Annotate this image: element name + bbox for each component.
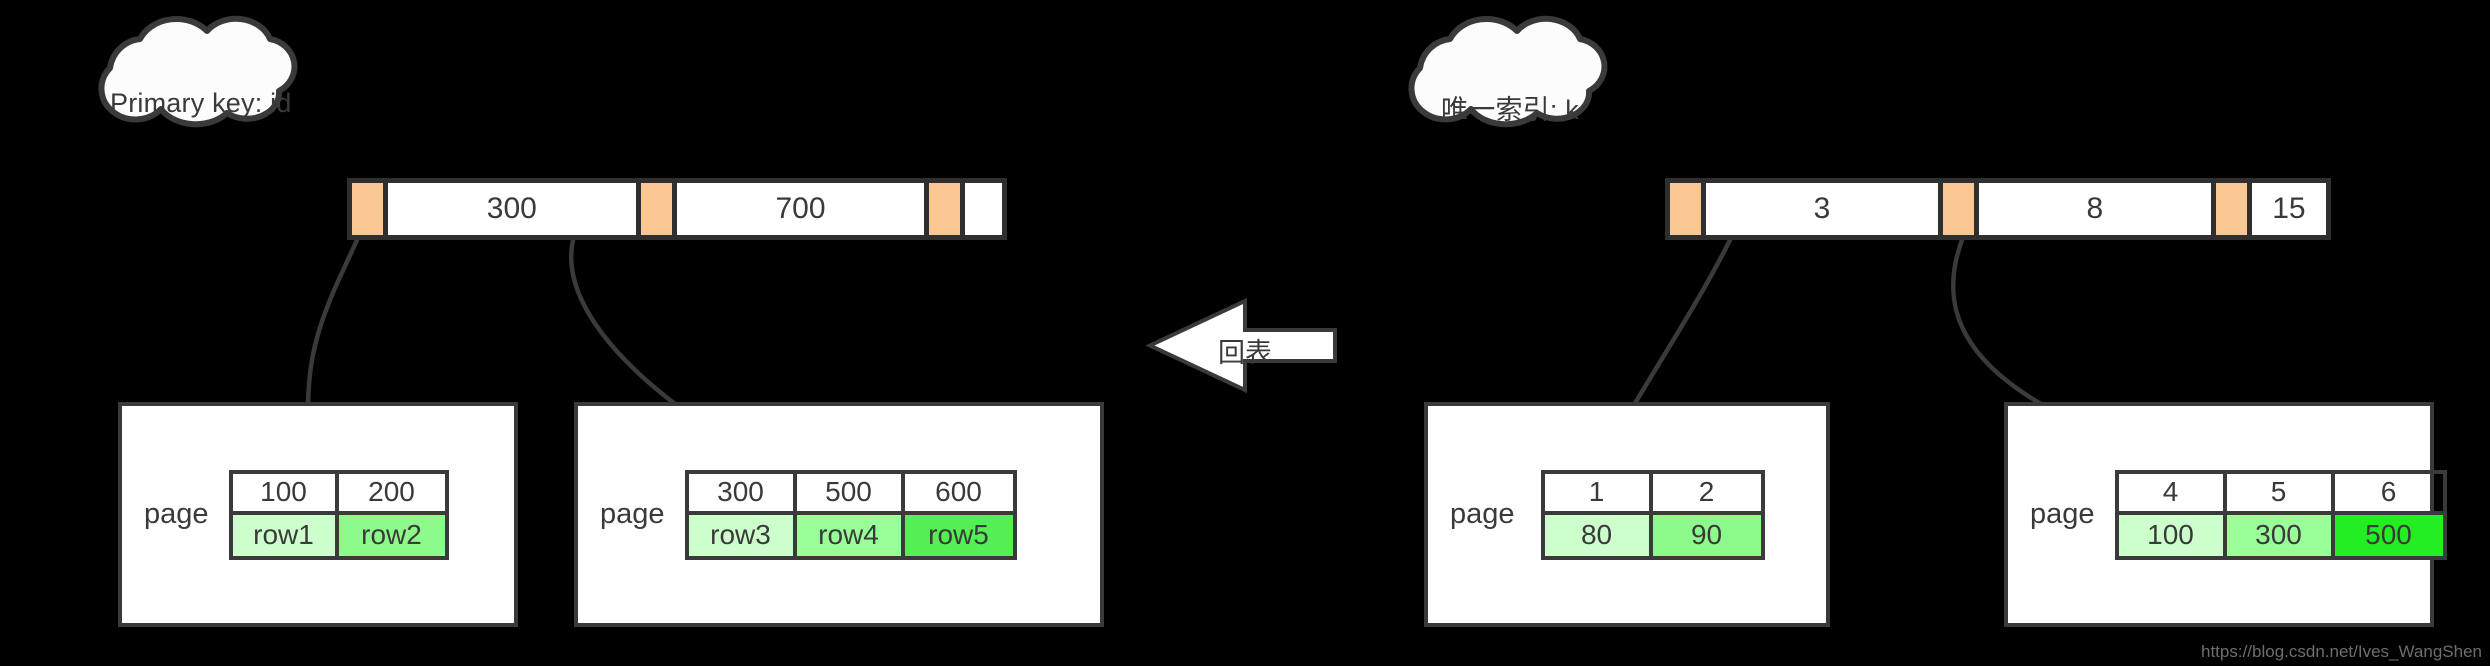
page-key-row: 100 200 — [232, 473, 445, 515]
index-pointer-cell[interactable] — [640, 183, 677, 235]
page-label: page — [144, 498, 209, 530]
page-key-cell[interactable]: 100 — [232, 473, 339, 515]
page-value-cell[interactable]: 90 — [1652, 514, 1761, 556]
page-label: page — [600, 498, 665, 530]
page-key-cell[interactable]: 300 — [688, 473, 797, 515]
page-value-cell[interactable]: row3 — [688, 514, 797, 556]
page-value-cell[interactable]: 300 — [2226, 514, 2335, 556]
page-key-cell[interactable]: 2 — [1652, 474, 1761, 515]
page-value-cell[interactable]: row1 — [232, 514, 339, 556]
index-key-cell-empty[interactable] — [965, 183, 1003, 235]
data-page-box[interactable]: page 300 500 600 row3 row4 row5 — [574, 402, 1104, 627]
data-page-box[interactable]: page 100 200 row1 row2 — [118, 402, 518, 627]
data-page-box[interactable]: page 1 2 80 90 — [1424, 402, 1830, 627]
page-key-cell[interactable]: 5 — [2226, 473, 2335, 515]
page-value-row: 80 90 — [1544, 514, 1761, 556]
page-key-cell[interactable]: 1 — [1544, 473, 1653, 515]
page-label: page — [2030, 498, 2095, 530]
index-key-cell[interactable]: 3 — [1706, 183, 1943, 235]
page-value-cell[interactable]: row5 — [904, 514, 1013, 556]
page-value-cell[interactable]: 500 — [2334, 514, 2443, 556]
page-key-cell[interactable]: 6 — [2334, 474, 2443, 515]
index-key-cell[interactable]: 15 — [2251, 183, 2326, 235]
page-key-cell[interactable]: 4 — [2118, 473, 2227, 515]
page-key-row: 1 2 — [1544, 473, 1761, 515]
page-key-cell[interactable]: 500 — [796, 473, 905, 515]
page-value-cell[interactable]: row4 — [796, 514, 905, 556]
index-pointer-cell[interactable] — [1942, 183, 1979, 235]
index-pointer-cell[interactable] — [929, 183, 966, 235]
back-to-table-label: 回表 — [1218, 338, 1272, 368]
secondary-index-node[interactable]: 3 8 15 — [1665, 178, 2331, 240]
page-row-grid: 1 2 80 90 — [1540, 469, 1765, 560]
index-pointer-cell[interactable] — [352, 183, 388, 235]
page-row-grid: 300 500 600 row3 row4 row5 — [684, 469, 1017, 560]
clustered-index-node[interactable]: 300 700 — [347, 178, 1007, 240]
page-row-grid: 4 5 6 100 300 500 — [2114, 469, 2447, 560]
page-key-cell[interactable]: 600 — [904, 474, 1013, 515]
index-key-cell[interactable]: 700 — [676, 183, 930, 235]
page-label: page — [1450, 498, 1515, 530]
page-row-grid: 100 200 row1 row2 — [228, 469, 449, 560]
page-key-cell[interactable]: 200 — [338, 474, 445, 515]
page-key-row: 4 5 6 — [2118, 473, 2443, 515]
index-pointer-cell[interactable] — [1670, 183, 1706, 235]
index-key-cell[interactable]: 300 — [388, 183, 641, 235]
page-value-row: row1 row2 — [232, 514, 445, 556]
index-key-cell[interactable]: 8 — [1978, 183, 2216, 235]
page-value-row: row3 row4 row5 — [688, 514, 1013, 556]
index-pointer-cell[interactable] — [2215, 183, 2252, 235]
page-value-row: 100 300 500 — [2118, 514, 2443, 556]
page-value-cell[interactable]: row2 — [338, 514, 445, 556]
primary-key-cloud-label: Primary key: id — [110, 88, 292, 118]
unique-index-cloud-label: 唯一索引: k — [1441, 95, 1579, 125]
page-key-row: 300 500 600 — [688, 473, 1013, 515]
page-value-cell[interactable]: 100 — [2118, 514, 2227, 556]
data-page-box[interactable]: page 4 5 6 100 300 500 — [2004, 402, 2447, 627]
page-value-cell[interactable]: 80 — [1544, 514, 1653, 556]
watermark-text: https://blog.csdn.net/Ives_WangShen — [2201, 642, 2482, 661]
